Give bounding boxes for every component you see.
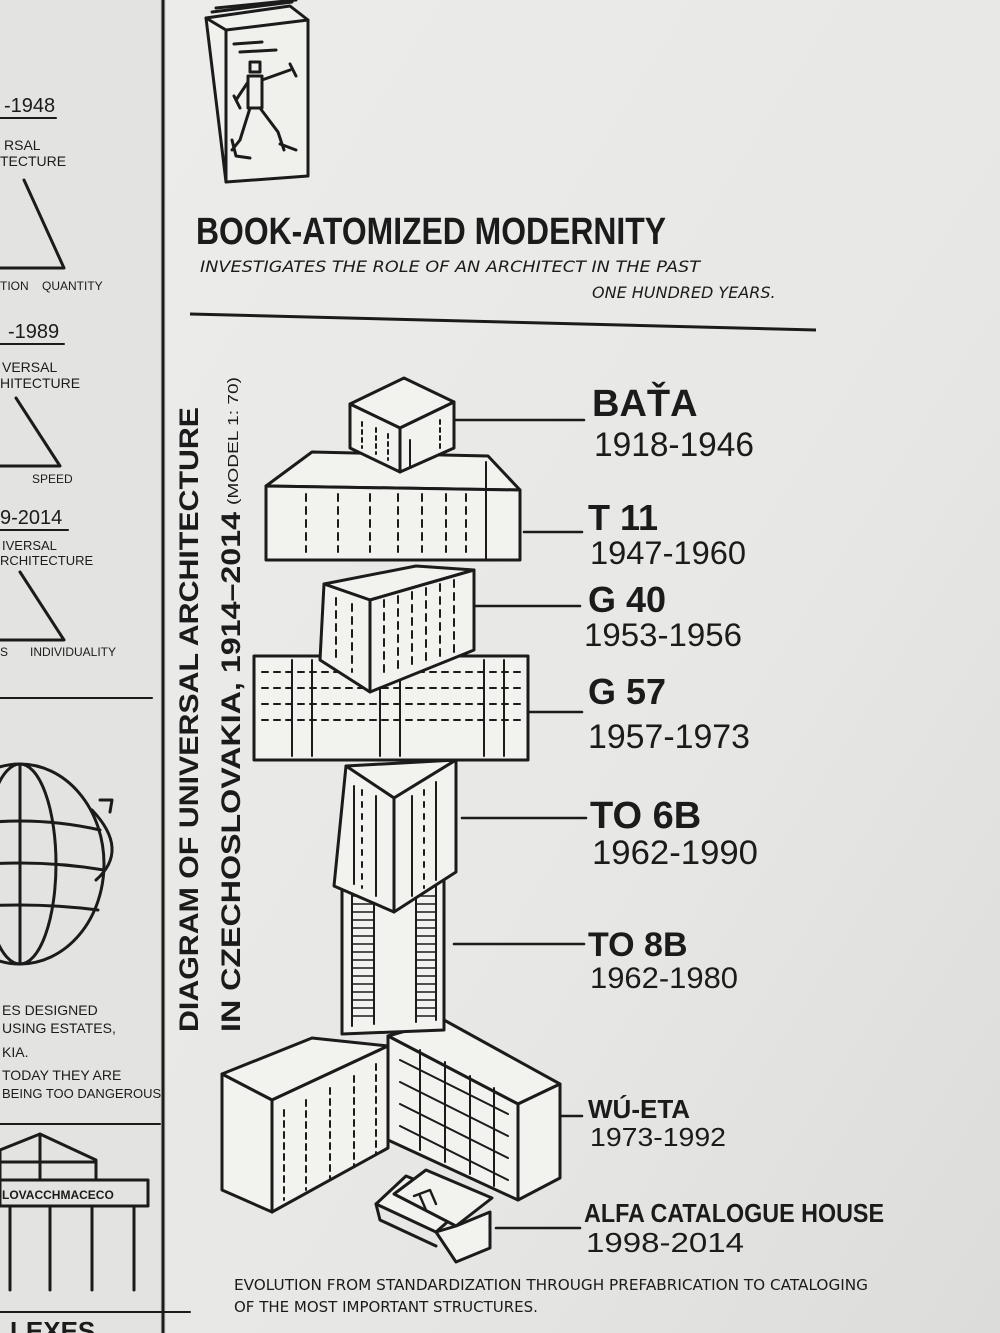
building-alfa-drawing <box>374 1168 494 1264</box>
page-title: BOOK-ATOMIZED MODERNITY <box>196 211 666 253</box>
left-text-3: KIA. <box>2 1044 28 1060</box>
vertical-title: DIAGRAM OF UNIVERSAL ARCHITECTURE IN CZE… <box>174 377 246 1032</box>
building-g40-drawing <box>318 564 476 694</box>
book-icon <box>204 0 310 184</box>
era3-label2: RCHITECTURE <box>0 553 93 568</box>
label-bata-name: BAŤA <box>592 381 698 425</box>
left-bottom-text: LEXES <box>10 1316 95 1333</box>
label-wueta-name: WÚ-ETA <box>588 1094 690 1124</box>
era3-label1: IVERSAL <box>2 538 57 553</box>
era2-years: -1989 <box>8 321 59 343</box>
building-to-8b-drawing <box>340 870 446 1036</box>
era2-triangle <box>0 396 62 468</box>
building-wu-eta-drawing <box>220 1018 562 1214</box>
building-stack <box>220 376 562 1264</box>
era3-corner1: S <box>0 645 8 659</box>
left-sign: LOVACCHMACECO <box>2 1188 114 1202</box>
era1-label1: RSAL <box>4 137 41 153</box>
label-alfa-years: 1998-2014 <box>586 1227 744 1258</box>
header-rule <box>189 312 817 332</box>
vertical-title-line-2: IN CZECHOSLOVAKIA, 1914–2014 <box>216 512 246 1032</box>
left-panel-bg <box>0 0 160 1333</box>
label-t11-years: 1947-1960 <box>590 535 746 571</box>
footer-line-1: EVOLUTION FROM STANDARDIZATION THROUGH P… <box>234 1276 868 1294</box>
label-to6b-years: 1962-1990 <box>592 834 758 872</box>
subtitle-line-2: ONE HUNDRED YEARS. <box>592 283 776 302</box>
label-wueta-years: 1973-1992 <box>590 1122 726 1152</box>
label-g40-years: 1953-1956 <box>584 617 742 653</box>
label-to8b-name: TO 8B <box>588 926 688 964</box>
era1-corner1: TION <box>0 279 29 293</box>
label-to6b-name: TO 6B <box>590 795 701 837</box>
label-bata-years: 1918-1946 <box>594 426 754 464</box>
label-t11-name: T 11 <box>588 497 658 538</box>
building-to-6b-drawing <box>332 758 458 914</box>
globe-icon <box>0 762 114 966</box>
era1-years: -1948 <box>4 95 55 117</box>
vertical-title-line-1: DIAGRAM OF UNIVERSAL ARCHITECTURE <box>174 407 204 1032</box>
labels: BAŤA 1918-1946 T 11 1947-1960 G 40 1953-… <box>452 381 884 1258</box>
left-text-1: ES DESIGNED <box>2 1002 98 1018</box>
era1-triangle <box>0 178 66 270</box>
label-alfa-name: ALFA CATALOGUE HOUSE <box>584 1198 884 1228</box>
label-g40-name: G 40 <box>588 579 666 620</box>
label-g57-name: G 57 <box>588 671 666 712</box>
label-g57-years: 1957-1973 <box>588 718 750 756</box>
label-to8b-years: 1962-1980 <box>590 962 738 995</box>
building-t11-drawing <box>264 450 522 562</box>
era3-corner2: INDIVIDUALITY <box>30 645 116 659</box>
left-panel: -1948 RSAL TECTURE TION QUANTITY -1989 V… <box>0 95 191 1333</box>
building-bata-drawing <box>348 376 456 474</box>
subtitle-line-1: INVESTIGATES THE ROLE OF AN ARCHITECT IN… <box>200 257 701 276</box>
era3-triangle <box>0 570 66 642</box>
era2-label1: VERSAL <box>2 359 57 375</box>
era3-years: 9-2014 <box>0 507 62 529</box>
era1-label2: TECTURE <box>0 153 66 169</box>
era2-corner2: SPEED <box>32 472 73 486</box>
footer-line-2: OF THE MOST IMPORTANT STRUCTURES. <box>234 1298 538 1316</box>
left-text-2: USING ESTATES, <box>2 1020 116 1036</box>
left-building-drawing <box>0 1132 150 1292</box>
era2-label2: HITECTURE <box>0 375 80 391</box>
left-text-4: TODAY THEY ARE <box>2 1067 121 1083</box>
vertical-title-model: (MODEL 1: 70) <box>225 377 242 505</box>
left-text-5: BEING TOO DANGEROUS. <box>2 1086 165 1101</box>
era1-corner2: QUANTITY <box>42 279 103 293</box>
